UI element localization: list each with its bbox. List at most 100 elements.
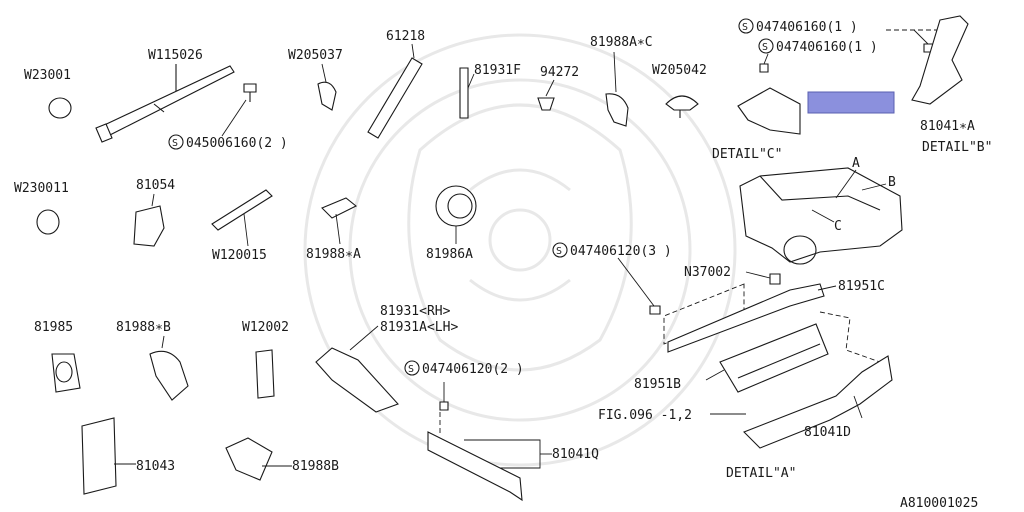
label-s047406120-2: 047406120(2 ) — [422, 362, 524, 377]
label-n37002: N37002 — [684, 265, 731, 280]
grommet-round-icon — [435, 185, 477, 227]
label-81931f: 81931F — [474, 63, 521, 78]
label-81988a: 81988∗A — [306, 247, 361, 262]
holder-icon — [225, 437, 273, 481]
label-s045006160: 045006160(2 ) — [186, 136, 288, 151]
cover-icon — [315, 347, 399, 413]
car-illustration: A B C — [739, 156, 903, 265]
plug-icon — [537, 97, 555, 111]
label-s047406160-1: 047406160(1 ) — [756, 20, 858, 35]
tie-mount-icon — [211, 189, 273, 231]
label-81988ac: 81988A∗C — [590, 35, 653, 50]
part-81043[interactable]: 81043 — [81, 417, 175, 495]
label-w23001: W23001 — [24, 68, 71, 83]
label-81043: 81043 — [136, 459, 175, 474]
duct-lower-icon — [719, 323, 829, 393]
bracket-detail-a-icon — [743, 355, 893, 449]
svg-text:S: S — [742, 22, 748, 33]
label-81988b: 81988B — [292, 459, 339, 474]
part-81988b-star[interactable]: 81988∗B — [116, 320, 189, 401]
label-w12002: W12002 — [242, 320, 289, 335]
label-61218: 61218 — [386, 29, 425, 44]
duct-upper-icon — [667, 283, 825, 353]
clamp-icon — [605, 93, 629, 127]
cable-tie-icon — [97, 65, 235, 139]
part-81931f[interactable]: 81931F — [459, 63, 521, 119]
part-81988ac[interactable]: 81988A∗C — [590, 35, 653, 127]
part-81931[interactable]: 81931<RH> 81931A<LH> — [315, 304, 458, 413]
nut-icon — [769, 273, 781, 285]
push-clip-icon — [665, 95, 699, 111]
part-n37002[interactable]: N37002 — [684, 265, 781, 285]
part-94272[interactable]: 94272 — [537, 65, 579, 111]
detail-c-group[interactable]: S 047406160(1 ) S 047406160(1 ) DETAIL"C… — [712, 18, 895, 162]
bolt-icon — [243, 83, 257, 93]
car-body-icon — [739, 167, 903, 263]
label-81951c: 81951C — [838, 279, 885, 294]
watermark-emblem — [303, 33, 737, 467]
part-61218[interactable]: 61218 — [367, 29, 425, 139]
bracket-detail-c-icon — [737, 87, 801, 135]
label-94272: 94272 — [540, 65, 579, 80]
label-81931alh: 81931A<LH> — [380, 320, 458, 335]
clip-icon — [255, 349, 275, 399]
ref-b: B — [888, 175, 896, 190]
label-s047406120-3: 047406120(3 ) — [570, 244, 672, 259]
label-detail-a: DETAIL"A" — [726, 466, 796, 481]
sheet-icon — [81, 417, 117, 495]
weatherstrip-icon — [367, 57, 423, 139]
bracket-icon — [427, 431, 523, 502]
bracket-icon — [133, 205, 165, 247]
part-81041d[interactable]: 81041D FIG.096 -1,2 DETAIL"A" — [598, 355, 893, 481]
part-81054[interactable]: 81054 — [133, 178, 175, 247]
part-81951b[interactable]: 81951B — [634, 311, 881, 393]
label-w115026: W115026 — [148, 48, 203, 63]
grommet-oval-icon — [48, 97, 72, 119]
part-s045006160[interactable]: S 045006160(2 ) — [168, 83, 288, 151]
label-w205042: W205042 — [652, 63, 707, 78]
part-81988b[interactable]: 81988B — [225, 437, 339, 481]
part-s047406120-3[interactable]: S 047406120(3 ) — [552, 242, 672, 315]
s-symbol-icon — [168, 134, 184, 150]
pad-icon — [321, 197, 358, 219]
label-w120015: W120015 — [212, 248, 267, 263]
label-w230011: W230011 — [14, 181, 69, 196]
detail-b-group[interactable]: 81041∗A DETAIL"B" — [886, 15, 992, 155]
ref-c: C — [834, 219, 842, 234]
part-w230011[interactable]: W230011 — [14, 181, 69, 235]
part-w23001[interactable]: W23001 — [24, 68, 72, 119]
part-w205042[interactable]: W205042 — [652, 63, 707, 118]
label-81986a: 81986A — [426, 247, 473, 262]
label-detail-c: DETAIL"C" — [712, 147, 782, 162]
label-81985: 81985 — [34, 320, 73, 335]
part-w120015[interactable]: W120015 — [211, 189, 273, 263]
part-81988a[interactable]: 81988∗A — [306, 197, 361, 262]
label-w205037: W205037 — [288, 48, 343, 63]
part-81951c[interactable]: 81951C — [663, 279, 885, 353]
label-81951b: 81951B — [634, 377, 681, 392]
strip-icon — [459, 67, 469, 119]
ref-a: A — [852, 156, 860, 171]
label-fig096: FIG.096 -1,2 — [598, 408, 692, 423]
label-81931rh: 81931<RH> — [380, 304, 451, 319]
part-81041q[interactable]: S 047406120(2 ) 81041Q — [404, 360, 599, 502]
label-detail-b: DETAIL"B" — [922, 140, 992, 155]
label-81041a: 81041∗A — [920, 119, 975, 134]
part-w115026[interactable]: W115026 — [95, 48, 235, 143]
part-w12002[interactable]: W12002 — [242, 320, 289, 399]
bolt-icon — [649, 305, 661, 315]
label-81988b-star: 81988∗B — [116, 320, 171, 335]
diagram-id: A810001025 — [900, 496, 978, 511]
label-81041q: 81041Q — [552, 447, 599, 462]
svg-text:S: S — [408, 364, 414, 375]
part-w205037[interactable]: W205037 — [288, 48, 343, 111]
part-81986a[interactable]: 81986A — [426, 185, 477, 262]
part-81985[interactable]: 81985 — [34, 320, 81, 393]
svg-text:S: S — [172, 138, 178, 149]
svg-text:S: S — [762, 42, 768, 53]
label-s047406160-2: 047406160(1 ) — [776, 40, 878, 55]
grommet-oval-icon — [36, 209, 60, 235]
label-81054: 81054 — [136, 178, 175, 193]
svg-text:S: S — [556, 246, 562, 257]
